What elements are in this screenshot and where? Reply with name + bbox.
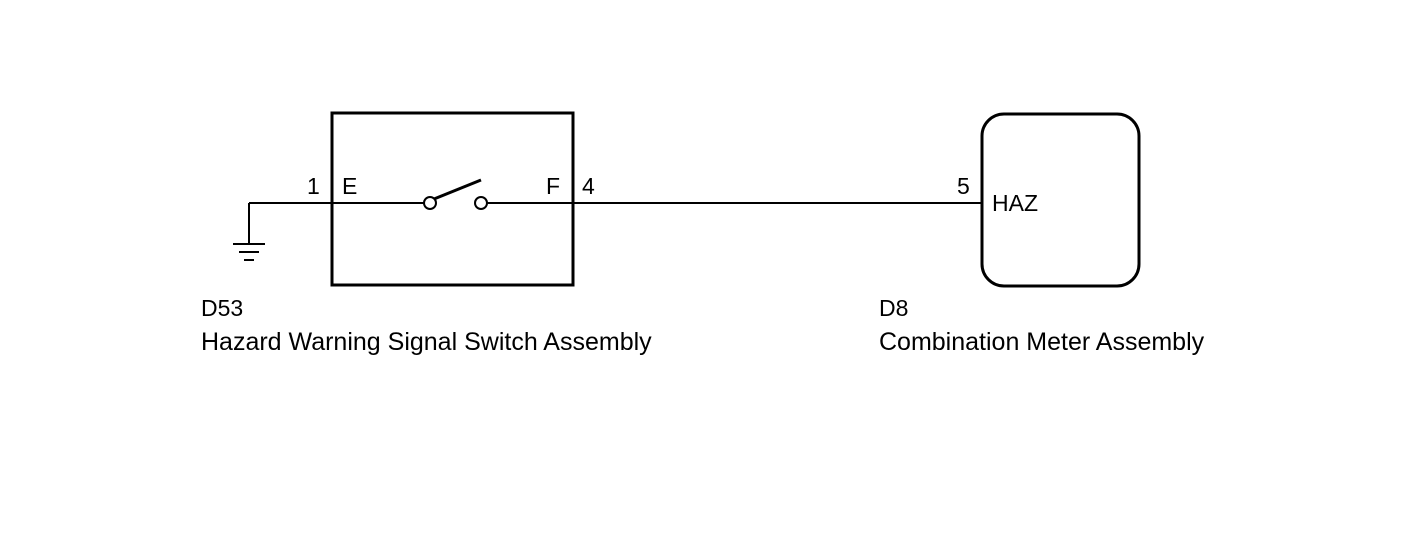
open-switch-icon xyxy=(423,178,488,210)
meter-terminal-label: HAZ xyxy=(992,190,1038,216)
meter-box xyxy=(980,112,1141,288)
switch-name-label: Hazard Warning Signal Switch Assembly xyxy=(201,328,652,356)
meter-pin-label: 5 xyxy=(957,173,970,199)
switch-code-label: D53 xyxy=(201,295,243,321)
meter-name-label: Combination Meter Assembly xyxy=(879,328,1205,356)
switch-pin-left-label: 1 xyxy=(307,173,320,199)
switch-terminal-left-label: E xyxy=(342,173,357,199)
switch-terminal-right-label: F xyxy=(546,173,560,199)
switch-box xyxy=(330,111,575,287)
ground-symbol-icon xyxy=(233,203,265,261)
switch-pin-right-label: 4 xyxy=(582,173,595,199)
meter-code-label: D8 xyxy=(879,295,908,321)
